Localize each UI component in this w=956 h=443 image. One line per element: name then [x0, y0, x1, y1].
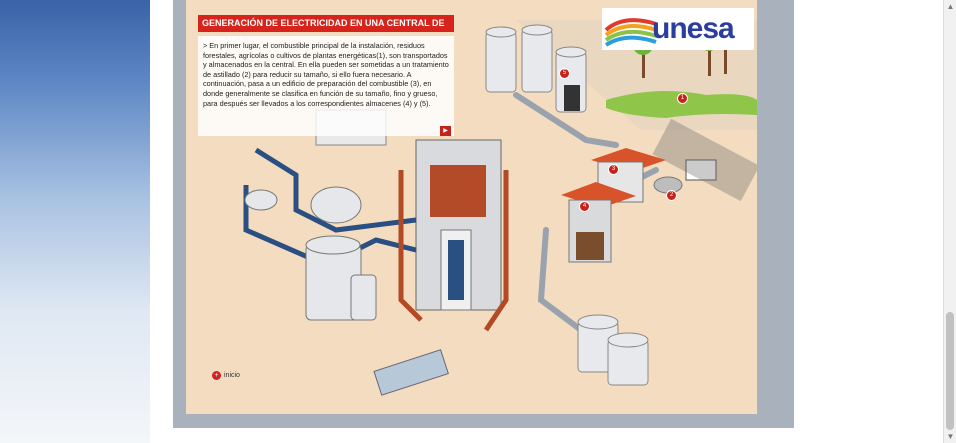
plus-icon: + — [212, 371, 221, 380]
play-icon[interactable]: ▶ — [440, 126, 451, 136]
marker-2[interactable]: 2 — [666, 190, 677, 201]
scrollbar-thumb[interactable] — [946, 312, 954, 430]
marker-4[interactable]: 4 — [579, 201, 590, 212]
unesa-logo: unesa — [602, 8, 754, 50]
scroll-down-icon[interactable]: ▼ — [946, 432, 955, 441]
home-link[interactable]: + inicio — [212, 371, 240, 380]
marker-3[interactable]: 3 — [608, 164, 619, 175]
marker-1[interactable]: 1 — [677, 93, 688, 104]
home-label: inicio — [224, 372, 240, 379]
logo-swoosh-icon — [604, 18, 657, 47]
description-box: > En primer lugar, el combustible princi… — [198, 36, 454, 136]
vertical-scrollbar[interactable]: ▲ ▼ — [943, 0, 956, 443]
panel-title: GENERACIÓN DE ELECTRICIDAD EN UNA CENTRA… — [198, 15, 454, 45]
logo-text: unesa — [652, 12, 735, 45]
scroll-up-icon[interactable]: ▲ — [946, 2, 955, 11]
description-text: > En primer lugar, el combustible princi… — [203, 41, 449, 108]
marker-5[interactable]: 5 — [559, 68, 570, 79]
